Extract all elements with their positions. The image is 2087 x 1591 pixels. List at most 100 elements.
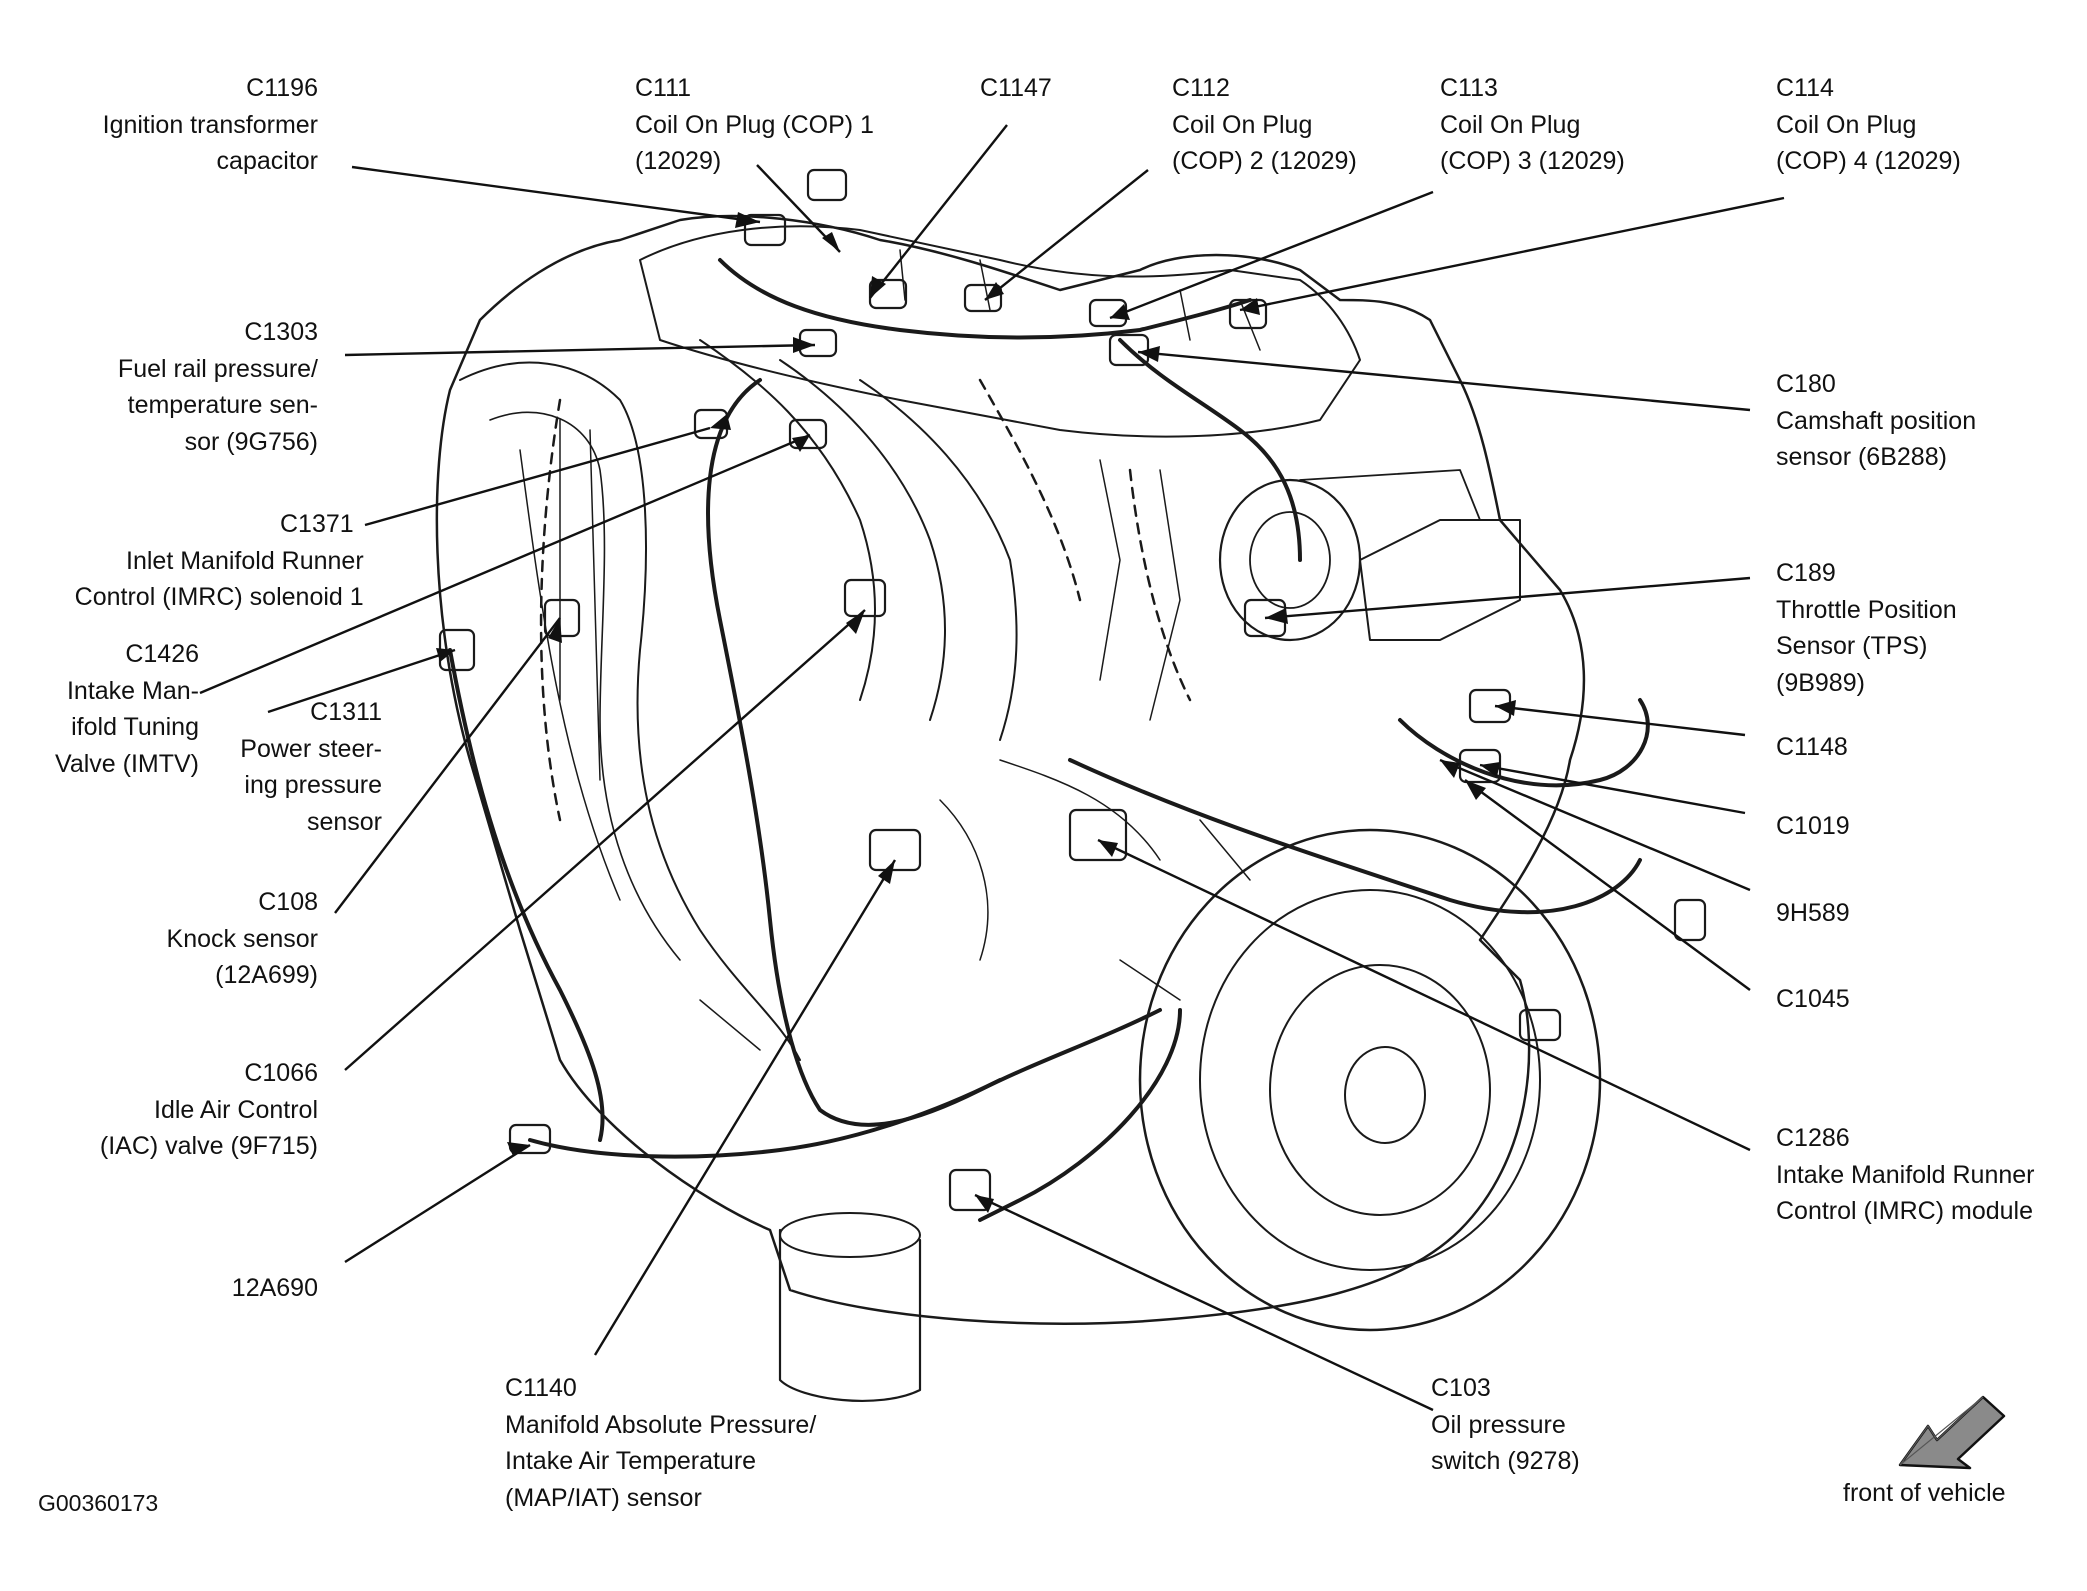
callout-c180-desc-1: Camshaft position	[1776, 406, 1977, 435]
callout-c1196-id: C1196	[246, 74, 318, 102]
callout-c1286-id: C1286	[1776, 1124, 1850, 1152]
callout-c189-desc-2: Sensor (TPS)	[1776, 632, 1928, 660]
callout-c1426-desc-2: ifold Tuning	[71, 713, 199, 741]
callout-c1045: C1045	[1776, 981, 1850, 1018]
callout-c1140-id: C1140	[505, 1374, 577, 1402]
callout-c103-desc-2: switch (9278)	[1431, 1447, 1580, 1475]
leader-c112	[984, 169, 1149, 301]
leader-c1148	[1494, 704, 1746, 737]
intake-runner-1	[699, 339, 876, 701]
callout-c189-desc-1: Throttle Position	[1776, 595, 1957, 624]
callout-c1371-desc-2: Control (IMRC) solenoid 1	[74, 583, 364, 611]
leader-c1311	[267, 648, 456, 714]
callout-c1426-desc-3: Valve (IMTV)	[55, 749, 199, 778]
callout-c1311-id: C1311	[310, 698, 382, 726]
leader-9h589	[1439, 758, 1751, 892]
callout-c1196-desc-1: Ignition transformer	[102, 110, 318, 139]
callout-c1196: C1196 Ignition transformer capacitor	[103, 70, 318, 180]
callout-c103-id: C103	[1431, 1374, 1491, 1402]
crank-pulley-mid	[1199, 889, 1541, 1271]
detail-lines	[519, 249, 1261, 1051]
timing-cover-inner	[489, 411, 681, 961]
leader-c1303	[344, 343, 816, 357]
leader-c108	[334, 617, 561, 914]
callout-c1045-id: C1045	[1776, 985, 1850, 1013]
callout-c1066-desc-2: (IAC) valve (9F715)	[99, 1132, 318, 1160]
callout-c112-id: C112	[1172, 74, 1230, 102]
leader-c1066	[344, 609, 866, 1071]
callout-c1066-desc-1: Idle Air Control	[154, 1095, 318, 1124]
callout-c1019: C1019	[1776, 808, 1850, 845]
leader-lines	[199, 124, 1785, 1412]
callout-c1019-id: C1019	[1776, 812, 1850, 840]
callout-c180-desc-2: sensor (6B288)	[1776, 443, 1947, 471]
callout-c1426-id: C1426	[125, 640, 199, 668]
callout-c1371-id: C1371	[280, 510, 354, 538]
callout-c1066-id: C1066	[244, 1059, 318, 1087]
wiring-harness-branch-1	[1118, 338, 1302, 562]
callout-c103-desc-1: Oil pressure	[1431, 1410, 1566, 1439]
callout-c108: C108 Knock sensor (12A699)	[167, 884, 318, 994]
wiring-harness-main	[706, 378, 1162, 1127]
leader-12a690	[344, 1143, 531, 1264]
wiring-harness-branch-5	[978, 1008, 1182, 1222]
callout-c114-desc-1: Coil On Plug	[1776, 110, 1917, 139]
timing-cover	[459, 361, 801, 1061]
callout-c1303: C1303 Fuel rail pressure/ temperature se…	[118, 314, 318, 460]
callout-c1371-desc-1: Inlet Manifold Runner	[126, 546, 364, 575]
callout-c1148: C1148	[1776, 729, 1848, 766]
leader-c189	[1264, 576, 1751, 620]
callout-c113-desc-2: (COP) 3 (12029)	[1440, 147, 1625, 175]
leader-c113	[1109, 190, 1434, 320]
leader-arrowheads	[436, 212, 1516, 1213]
callout-c111-desc-2: (12029)	[635, 147, 722, 175]
leader-c1196	[351, 165, 761, 224]
leader-c1140	[593, 859, 897, 1356]
callout-c1140-desc-2: Intake Air Temperature	[505, 1447, 757, 1475]
crank-pulley-outer	[1138, 828, 1602, 1332]
oil-filter-top	[779, 1212, 921, 1258]
callout-c1286-desc-2: Control (IMRC) module	[1776, 1197, 2034, 1225]
engine-block-outline	[435, 214, 1586, 1325]
bracket-right-2	[1299, 469, 1481, 521]
callout-c112: C112 Coil On Plug (COP) 2 (12029)	[1172, 70, 1357, 180]
front-of-vehicle-label: front of vehicle	[1843, 1479, 2006, 1507]
crank-pulley-inner	[1269, 964, 1491, 1216]
callout-c1148-id: C1148	[1776, 733, 1848, 761]
callout-c103: C103 Oil pressure switch (9278)	[1431, 1370, 1580, 1480]
crank-pulley-hub	[1344, 1046, 1426, 1144]
leader-c114	[1239, 196, 1785, 312]
intake-runner-2	[779, 359, 946, 721]
callout-c1311: C1311 Power steer- ing pressure sensor	[240, 694, 382, 840]
wiring-harness-branch-4	[528, 1078, 1002, 1159]
callout-c1140: C1140 Manifold Absolute Pressure/ Intake…	[505, 1370, 816, 1516]
leader-c103	[974, 1193, 1434, 1412]
callout-c111: C111 Coil On Plug (COP) 1 (12029)	[635, 70, 874, 180]
callout-c1371: C1371 Inlet Manifold Runner Control (IMR…	[40, 506, 364, 616]
callout-c1140-desc-1: Manifold Absolute Pressure/	[505, 1410, 817, 1439]
front-of-vehicle-arrow-icon	[1898, 1395, 2006, 1470]
intake-runner-3	[859, 379, 1018, 741]
connectors	[438, 168, 1707, 1212]
callout-c1303-desc-2: temperature sen-	[127, 391, 318, 419]
callout-9h589: 9H589	[1776, 895, 1850, 932]
bracket-right	[1359, 519, 1521, 641]
figure-id: G00360173	[38, 1490, 159, 1516]
callout-c1311-desc-3: sensor	[306, 807, 382, 836]
callout-c180-id: C180	[1776, 370, 1836, 398]
throttle-body-bore	[1249, 511, 1331, 609]
callout-c113: C113 Coil On Plug (COP) 3 (12029)	[1440, 70, 1625, 180]
wiring-harness-top	[718, 258, 1252, 340]
callout-12a690: 12A690	[232, 1270, 318, 1307]
callout-c1286: C1286 Intake Manifold Runner Control (IM…	[1776, 1120, 2034, 1230]
callout-c1426: C1426 Intake Man- ifold Tuning Valve (IM…	[55, 636, 199, 782]
callout-c1147-id: C1147	[980, 74, 1052, 102]
wiring-harness-dashed	[539, 378, 1192, 822]
callout-c112-desc-2: (COP) 2 (12029)	[1172, 147, 1357, 175]
callout-c189-id: C189	[1776, 559, 1836, 587]
callout-c108-desc-1: Knock sensor	[166, 924, 318, 953]
callout-c1066: C1066 Idle Air Control (IAC) valve (9F71…	[100, 1055, 318, 1165]
callout-c1196-desc-2: capacitor	[216, 147, 318, 175]
callout-c1311-desc-1: Power steer-	[240, 734, 382, 763]
